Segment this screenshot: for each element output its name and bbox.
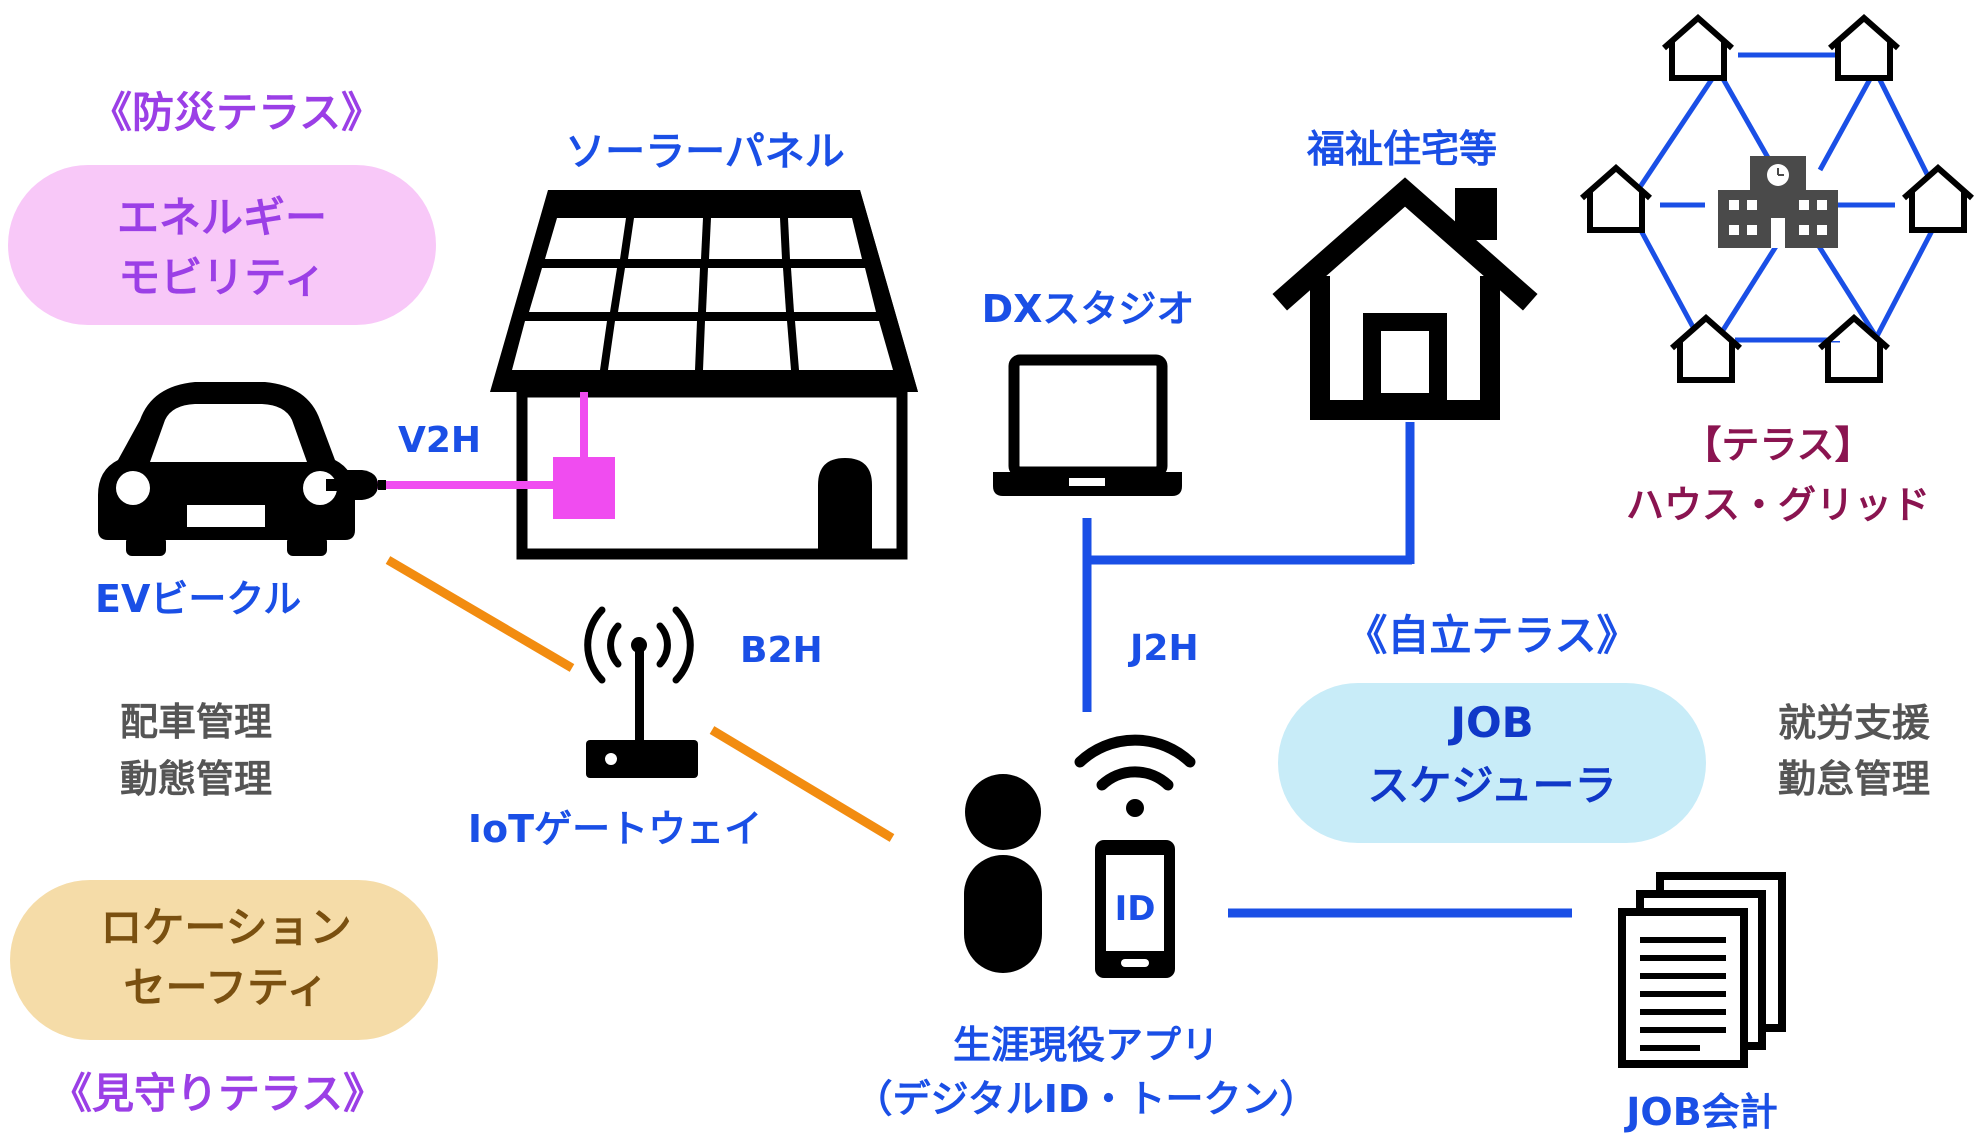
connectors [385, 422, 1572, 918]
dx-studio-label: DXスタジオ [982, 287, 1195, 331]
solar-house-icon [372, 190, 918, 560]
digital-id-token-label: （デジタルID・トークン） [855, 1077, 1318, 1121]
orange-line-router-app [709, 726, 895, 842]
welfare-housing-label: 福祉住宅等 [1306, 127, 1497, 171]
documents-icon [1618, 872, 1786, 1068]
house-grid-label: ハウス・グリッド [1626, 483, 1930, 527]
home-icon [1272, 177, 1538, 420]
motion-management-label: 動態管理 [120, 757, 272, 801]
plug-icon [326, 470, 386, 500]
grid-houses [1580, 13, 1974, 383]
inverter-box [553, 457, 615, 519]
attendance-management-label: 勤怠管理 [1778, 757, 1930, 801]
j2h-label: J2H [1127, 628, 1199, 669]
terrace-bracket-label: 【テラス】 [1683, 423, 1872, 467]
energy-mobility-line1: エネルギー [117, 193, 327, 242]
iot-gateway-label: IoTゲートウェイ [468, 807, 762, 851]
job-scheduler-line2: スケジューラ [1367, 761, 1616, 810]
dispatch-management-label: 配車管理 [120, 700, 272, 744]
person-icon [964, 774, 1042, 973]
location-safety-line1: ロケーション [100, 903, 351, 952]
labels: 《防災テラス》 エネルギー モビリティ ソーラーパネル V2H EVビークル B… [50, 88, 1931, 1134]
job-accounting-label: JOB会計 [1623, 1090, 1777, 1134]
smartphone-icon [1095, 840, 1175, 978]
ev-vehicle-label: EVビークル [95, 577, 301, 621]
orange-line-car-router [385, 556, 575, 672]
mimamori-terrace-label: 《見守りテラス》 [50, 1069, 385, 1118]
solar-panel-label: ソーラーパネル [565, 129, 845, 175]
b2h-label: B2H [740, 630, 823, 671]
v2h-label: V2H [398, 420, 481, 461]
energy-mobility-pill [8, 165, 436, 325]
employment-support-label: 就労支援 [1778, 701, 1931, 745]
energy-mobility-line2: モビリティ [118, 253, 325, 302]
location-safety-pill [10, 880, 438, 1040]
lifelong-app-label: 生涯現役アプリ [953, 1023, 1219, 1067]
laptop-icon [993, 354, 1182, 496]
id-label: ID [1115, 889, 1156, 929]
job-scheduler-pill [1278, 683, 1706, 843]
jiritsu-terrace-label: 《自立テラス》 [1345, 611, 1638, 660]
router-icon [584, 606, 698, 778]
house-grid-icon [1580, 13, 1974, 383]
job-scheduler-line1: JOB [1447, 698, 1533, 747]
bousai-terrace-label: 《防災テラス》 [90, 88, 383, 137]
location-safety-line2: セーフティ [124, 963, 329, 1012]
wifi-icon [1074, 734, 1196, 817]
building-icon [1718, 156, 1838, 248]
car-icon [98, 382, 355, 556]
